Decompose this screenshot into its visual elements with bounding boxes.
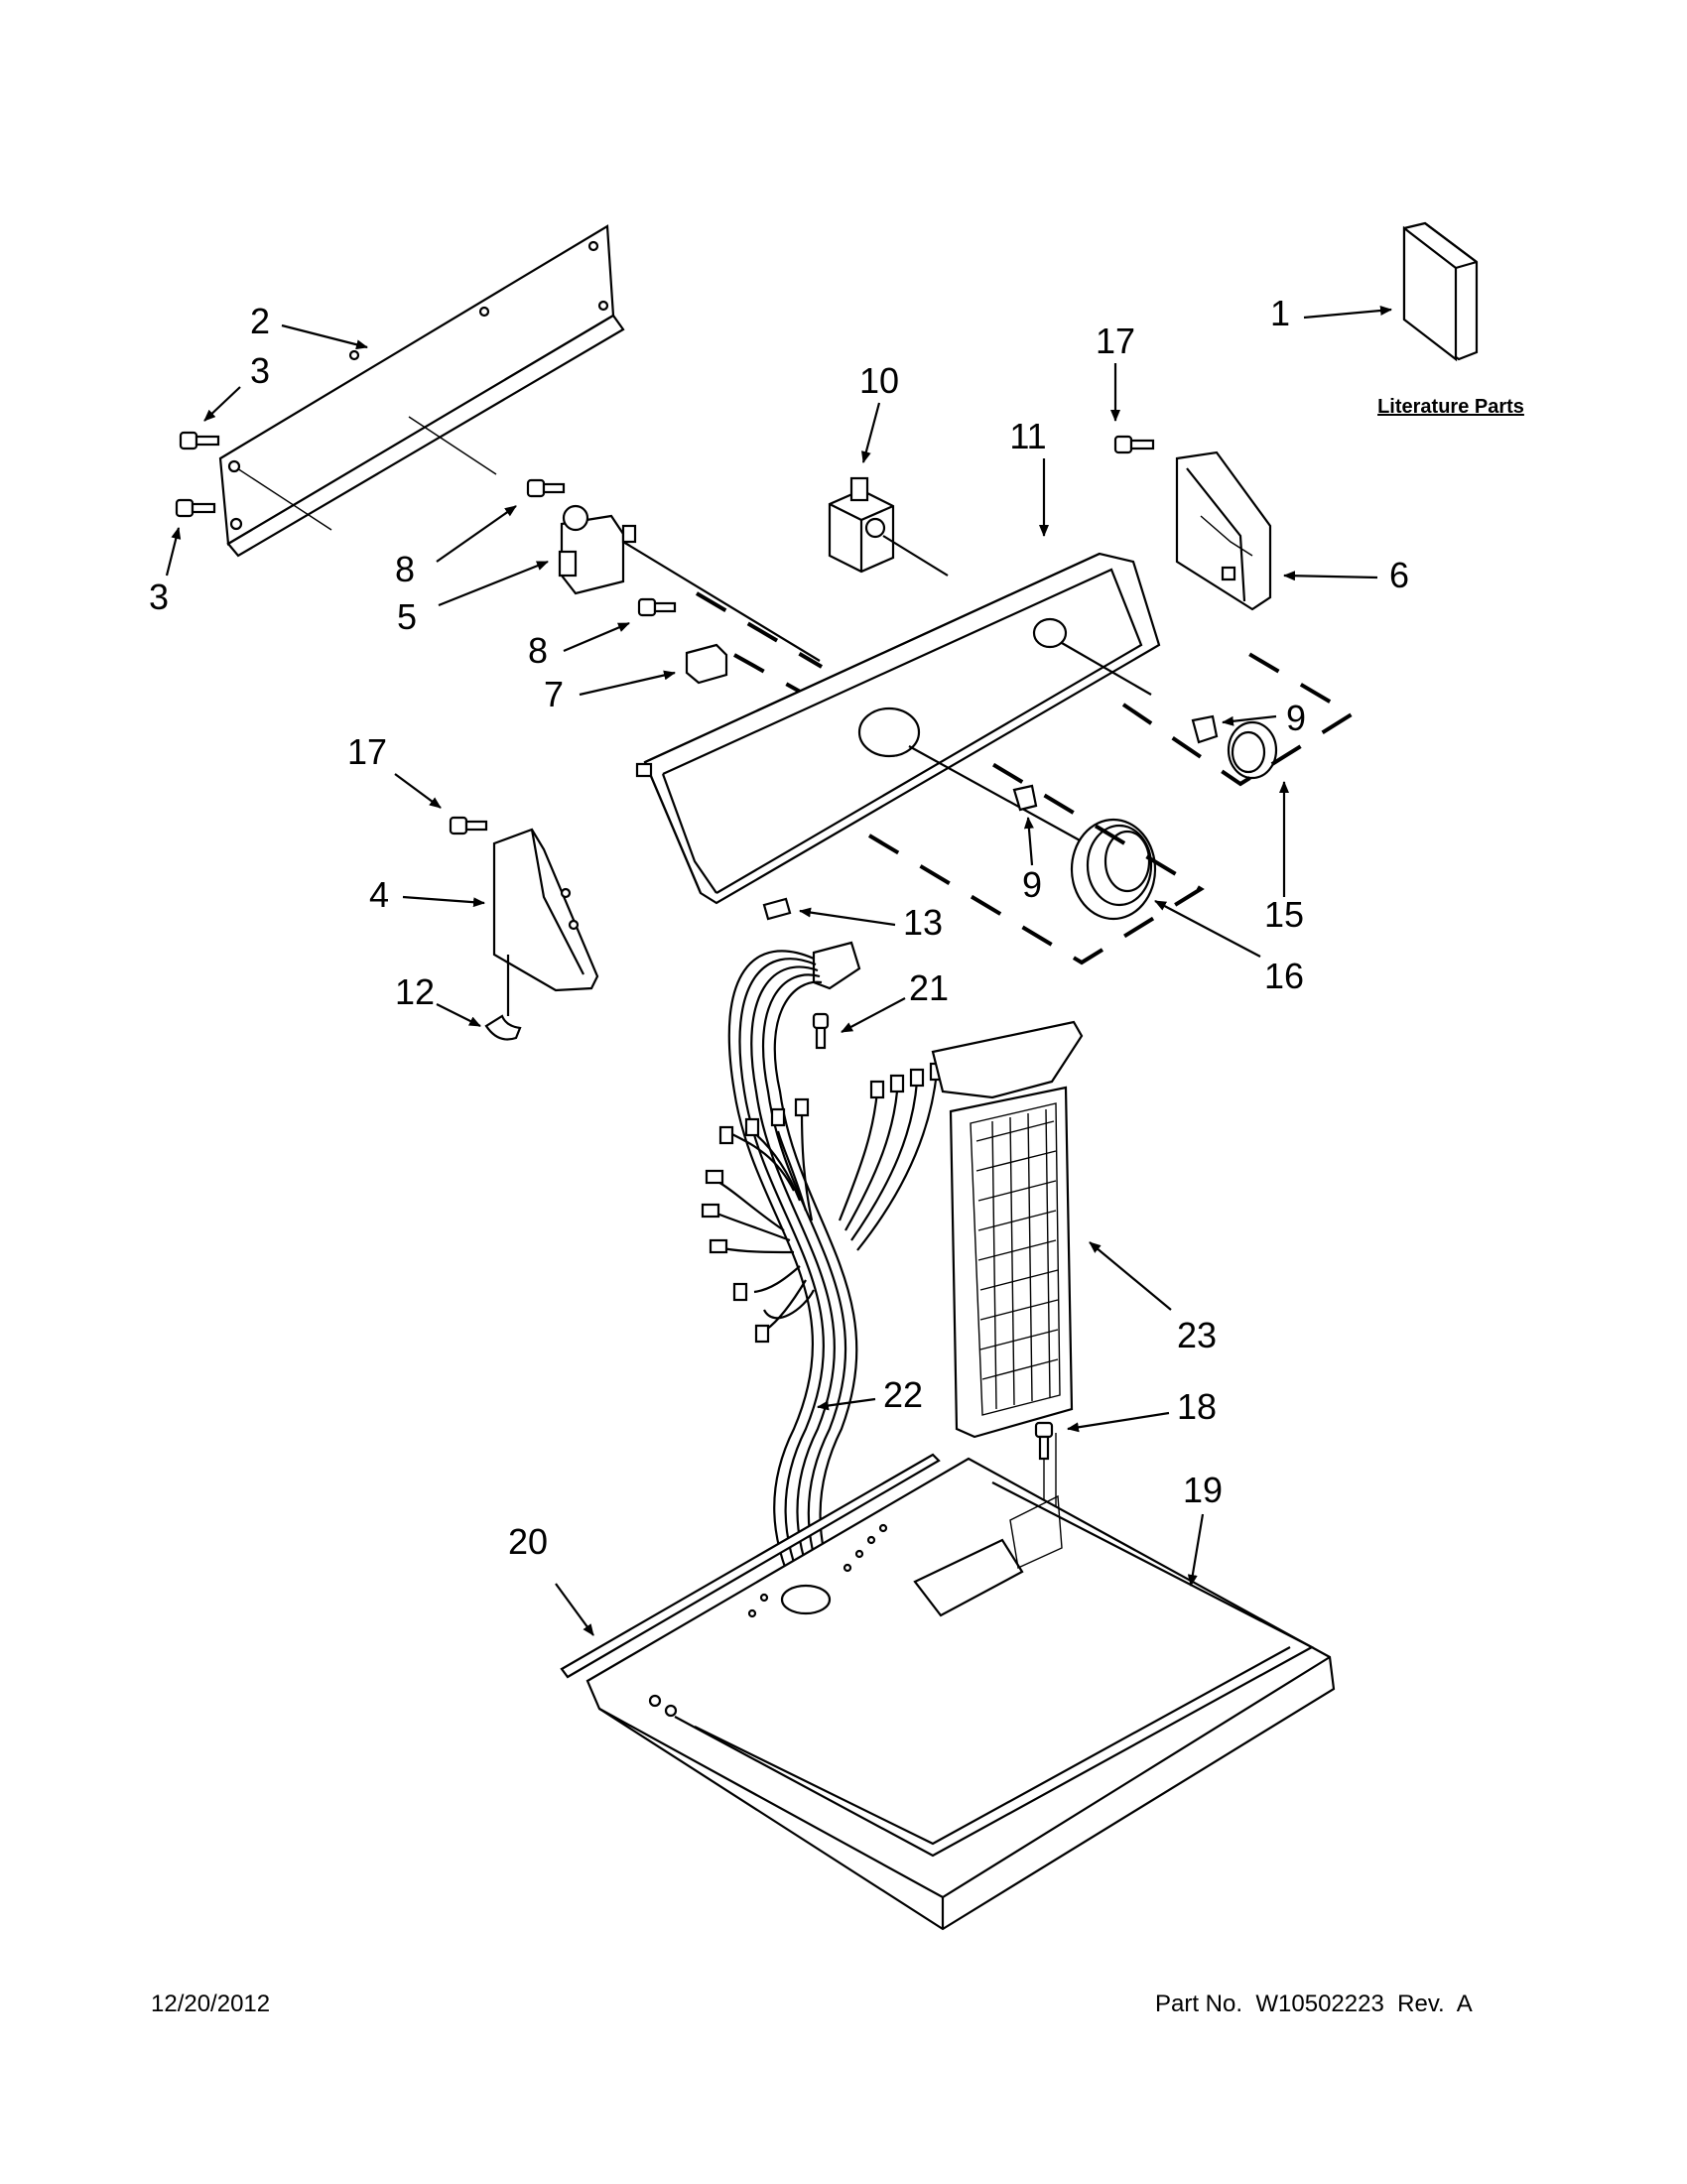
callout-8-lower: 8 xyxy=(528,630,548,671)
leader-17-left xyxy=(394,773,442,809)
console-11 xyxy=(635,552,1161,905)
leader-10 xyxy=(861,402,881,463)
callout-12: 12 xyxy=(395,971,435,1012)
screw-17-right xyxy=(1113,435,1155,454)
leader-1 xyxy=(1303,306,1392,320)
knob-15 xyxy=(1227,720,1278,780)
leader-3-lower xyxy=(165,527,182,577)
callout-2: 2 xyxy=(250,301,270,341)
leader-9-lower xyxy=(1023,817,1034,866)
connector-13 xyxy=(762,897,792,921)
callout-19: 19 xyxy=(1183,1470,1223,1510)
leader-21 xyxy=(841,997,906,1033)
leader-6 xyxy=(1283,571,1378,581)
callout-10: 10 xyxy=(859,360,899,401)
leader-22 xyxy=(817,1397,876,1411)
leader-7 xyxy=(579,670,676,697)
callout-17-right: 17 xyxy=(1096,321,1135,361)
leader-23 xyxy=(1089,1241,1172,1311)
callout-17-left: 17 xyxy=(347,731,387,772)
leader-20 xyxy=(555,1583,594,1636)
leader-arrows xyxy=(165,306,1392,1636)
callout-1: 1 xyxy=(1270,293,1290,333)
leader-12 xyxy=(436,1003,481,1027)
clip-9-lower xyxy=(1012,784,1038,812)
rear-panel-bracket xyxy=(218,224,625,558)
strip-20 xyxy=(560,1453,941,1679)
callout-6: 6 xyxy=(1389,555,1409,595)
leader-8-upper xyxy=(436,505,517,563)
literature-parts-label: Literature Parts xyxy=(1377,396,1524,418)
leader-3-upper xyxy=(203,386,241,422)
leader-19 xyxy=(1187,1513,1205,1587)
callout-5: 5 xyxy=(397,596,417,637)
literature-parts-booklet xyxy=(1402,221,1479,362)
callout-22: 22 xyxy=(883,1374,923,1415)
callout-23: 23 xyxy=(1177,1315,1217,1355)
leader-4 xyxy=(402,895,485,908)
footer-part-number: Part No. W10502223 Rev. A xyxy=(1155,1991,1473,2017)
wire-harness-22 xyxy=(701,941,945,1608)
screw-3-lower xyxy=(175,498,216,518)
leader-2 xyxy=(281,323,368,350)
callout-15: 15 xyxy=(1264,894,1304,935)
callout-9-lower: 9 xyxy=(1022,864,1042,905)
callout-8-upper: 8 xyxy=(395,549,415,589)
leader-16 xyxy=(1154,900,1261,958)
callout-18: 18 xyxy=(1177,1386,1217,1427)
callout-13: 13 xyxy=(903,902,943,943)
endcap-6 xyxy=(1175,450,1272,611)
footer-date: 12/20/2012 xyxy=(151,1991,271,2017)
lint-screen-23 xyxy=(931,1020,1084,1439)
callout-4: 4 xyxy=(369,874,389,915)
clip-12 xyxy=(484,1014,522,1041)
screw-8-lower xyxy=(637,597,677,617)
control-10 xyxy=(828,476,949,577)
leader-13 xyxy=(799,907,896,927)
switch-5 xyxy=(558,504,821,662)
screw-21 xyxy=(812,1012,830,1050)
clip-9-upper xyxy=(1191,714,1219,744)
callout-11: 11 xyxy=(1009,416,1046,456)
leader-18 xyxy=(1067,1411,1170,1433)
screw-17-left xyxy=(449,816,488,835)
top-panel-19 xyxy=(585,1457,1336,1931)
callout-7: 7 xyxy=(544,674,564,714)
leader-8-lower xyxy=(563,621,630,653)
callout-9-upper: 9 xyxy=(1286,698,1306,738)
switch-7 xyxy=(685,643,728,685)
leader-9-upper xyxy=(1222,714,1277,726)
screw-3-upper xyxy=(179,431,220,450)
callout-labels: 1 2 3 3 4 5 6 7 8 8 9 9 10 11 12 13 15 1… xyxy=(149,293,1524,1562)
knob-16 xyxy=(1070,818,1157,921)
endcap-4 xyxy=(492,828,599,1016)
callout-3-lower: 3 xyxy=(149,577,169,617)
callout-20: 20 xyxy=(508,1521,548,1562)
screw-8-upper xyxy=(526,478,566,498)
callout-16: 16 xyxy=(1264,956,1304,996)
leader-5 xyxy=(438,560,549,607)
callout-3-upper: 3 xyxy=(250,350,270,391)
callout-21: 21 xyxy=(909,967,949,1008)
